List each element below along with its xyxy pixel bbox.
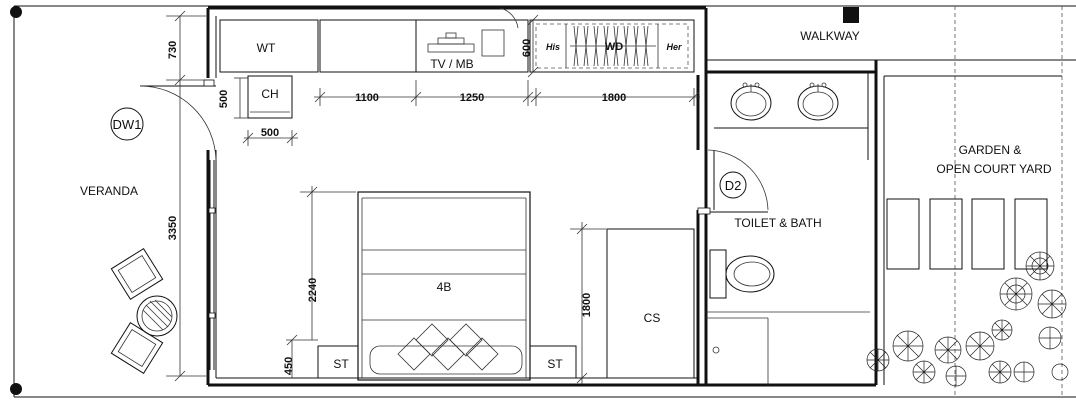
- label-bed: 4B: [437, 280, 452, 294]
- garden-shrubs: [866, 251, 1069, 387]
- label-veranda: VERANDA: [80, 184, 138, 198]
- side-table-left: [317, 345, 359, 379]
- veranda-seating: [110, 247, 178, 375]
- walkway-area: [706, 7, 1076, 61]
- closet-space: [606, 228, 695, 379]
- label-toilet-bath: TOILET & BATH: [734, 216, 821, 230]
- shower-area: [706, 311, 870, 385]
- cabinet-row: [219, 19, 695, 73]
- label-wardrobe: WT: [257, 41, 276, 55]
- label-wd: WD: [605, 41, 623, 53]
- hanger-rail: [565, 24, 659, 68]
- dim-2240: 2240: [307, 278, 319, 302]
- toilet-bath-walls: [706, 60, 878, 387]
- water-closet: [709, 249, 775, 299]
- dim-1800-horizontal: 1800: [602, 92, 626, 104]
- label-closet-space: CS: [644, 311, 661, 325]
- door-tag-d2: [719, 171, 747, 199]
- label-chair: CH: [261, 87, 278, 101]
- dim-1250: 1250: [460, 92, 484, 104]
- site-boundary: [13, 5, 1076, 398]
- door-d2: [697, 149, 769, 215]
- dim-1800-vertical: 1800: [581, 293, 593, 317]
- label-tv-mb: TV / MB: [430, 57, 473, 71]
- chair: [247, 75, 293, 119]
- door-tag-d2-label: D2: [725, 178, 742, 193]
- bed: [357, 191, 531, 381]
- tv-unit: [427, 7, 519, 57]
- dim-730: 730: [167, 41, 179, 59]
- door-tag-dw1: [110, 107, 144, 141]
- veranda-window: [208, 160, 216, 370]
- dim-1100: 1100: [355, 92, 379, 104]
- corner-column-bottom: [10, 383, 22, 395]
- door-tag-dw1-label: DW1: [113, 117, 142, 132]
- label-garden-line2: OPEN COURT YARD: [936, 162, 1051, 176]
- dim-500-vertical: 500: [218, 90, 230, 108]
- corner-column-top: [10, 6, 22, 18]
- dim-500-horizontal: 500: [261, 127, 279, 139]
- dimension-lines: [166, 10, 700, 384]
- label-side-table-right: ST: [547, 357, 563, 371]
- label-side-table-left: ST: [333, 357, 349, 371]
- label-garden-line1: GARDEN &: [959, 143, 1022, 157]
- side-table-right: [529, 345, 577, 379]
- stepping-stones: [886, 198, 1048, 270]
- label-his: His: [546, 42, 560, 52]
- label-her: Her: [666, 42, 682, 52]
- dim-450: 450: [283, 357, 295, 375]
- dim-3350: 3350: [167, 216, 179, 240]
- wash-basins: [730, 82, 839, 121]
- courtyard-edges: [883, 75, 1062, 385]
- door-dw1: [139, 79, 217, 161]
- dim-600: 600: [521, 39, 533, 57]
- label-walkway: WALKWAY: [800, 29, 860, 43]
